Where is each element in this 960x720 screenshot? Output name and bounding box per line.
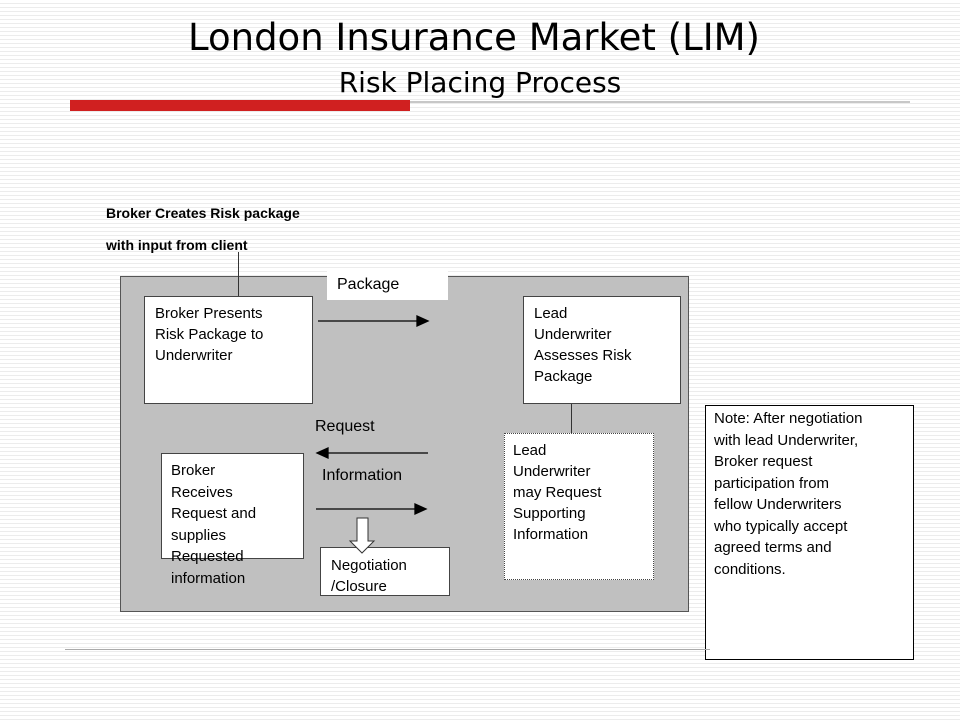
note-text-4: participation from xyxy=(714,474,830,492)
broker-presents-box: Broker Presents Risk Package to Underwri… xyxy=(144,296,313,404)
lead-assesses-text-1: Lead xyxy=(534,305,568,322)
broker-creates-label-line1: Broker Creates Risk package xyxy=(106,205,300,221)
lead-assesses-text-2: Underwriter xyxy=(534,326,612,343)
title-divider-line xyxy=(410,101,910,103)
page-title: London Insurance Market (LIM) xyxy=(188,16,760,59)
lead-requests-text-5: Information xyxy=(513,526,589,543)
information-arrowhead xyxy=(414,502,428,516)
note-text-6: who typically accept xyxy=(714,517,848,535)
down-arrow-icon xyxy=(348,517,376,554)
note-text-5: fellow Underwriters xyxy=(714,496,842,513)
lead-requests-text-4: Supporting xyxy=(513,505,586,522)
lead-requests-text-2: Underwriter xyxy=(513,463,591,480)
note-text-7: agreed terms and xyxy=(714,539,832,556)
broker-receives-text-1: Broker xyxy=(171,462,216,479)
negotiation-box: Negotiation /Closure xyxy=(320,547,450,596)
broker-receives-text-6: information xyxy=(171,569,246,587)
broker-presents-text-3: Underwriter xyxy=(155,347,233,364)
footer-divider-line xyxy=(65,649,710,650)
broker-receives-text-2: Receives xyxy=(171,483,233,501)
broker-presents-text-2: Risk Package to xyxy=(155,326,264,343)
creator-connector-line xyxy=(238,252,239,296)
note-text-1: Note: After negotiation xyxy=(714,410,863,427)
lead-assesses-text-4: Package xyxy=(534,368,593,385)
note-text-2: with lead Underwriter, xyxy=(714,431,859,449)
note-text-3: Broker request xyxy=(714,453,813,470)
broker-receives-text-3: Request and xyxy=(171,505,257,522)
note-box: Note: After negotiation with lead Underw… xyxy=(705,405,914,660)
request-arrowhead xyxy=(315,446,329,460)
lead-assesses-box: Lead Underwriter Assesses Risk Package xyxy=(523,296,681,404)
package-label: Package xyxy=(337,276,400,293)
broker-receives-box: Broker Receives Request and supplies Req… xyxy=(161,453,304,587)
lead-assesses-text-3: Assesses Risk xyxy=(534,347,632,364)
package-arrowhead xyxy=(416,314,430,328)
lead-requests-text-1: Lead xyxy=(513,442,547,459)
negotiation-text-2: /Closure xyxy=(331,578,387,595)
title-accent-bar xyxy=(70,100,410,111)
note-text-8: conditions. xyxy=(714,560,786,578)
broker-presents-text-1: Broker Presents xyxy=(155,305,263,322)
package-tab xyxy=(327,268,448,300)
broker-creates-label-line2: with input from client xyxy=(106,237,248,253)
lead-requests-box: Lead Underwriter may Request Supporting … xyxy=(504,433,654,580)
broker-receives-text-5: Requested xyxy=(171,548,244,565)
information-label: Information xyxy=(322,467,403,484)
broker-receives-text-4: supplies xyxy=(171,526,227,544)
page-subtitle: Risk Placing Process xyxy=(338,66,622,99)
lead-connector-line xyxy=(571,403,572,433)
negotiation-text-1: Negotiation xyxy=(331,557,407,574)
request-label: Request xyxy=(315,418,375,435)
lead-requests-text-3: may Request xyxy=(513,484,602,501)
